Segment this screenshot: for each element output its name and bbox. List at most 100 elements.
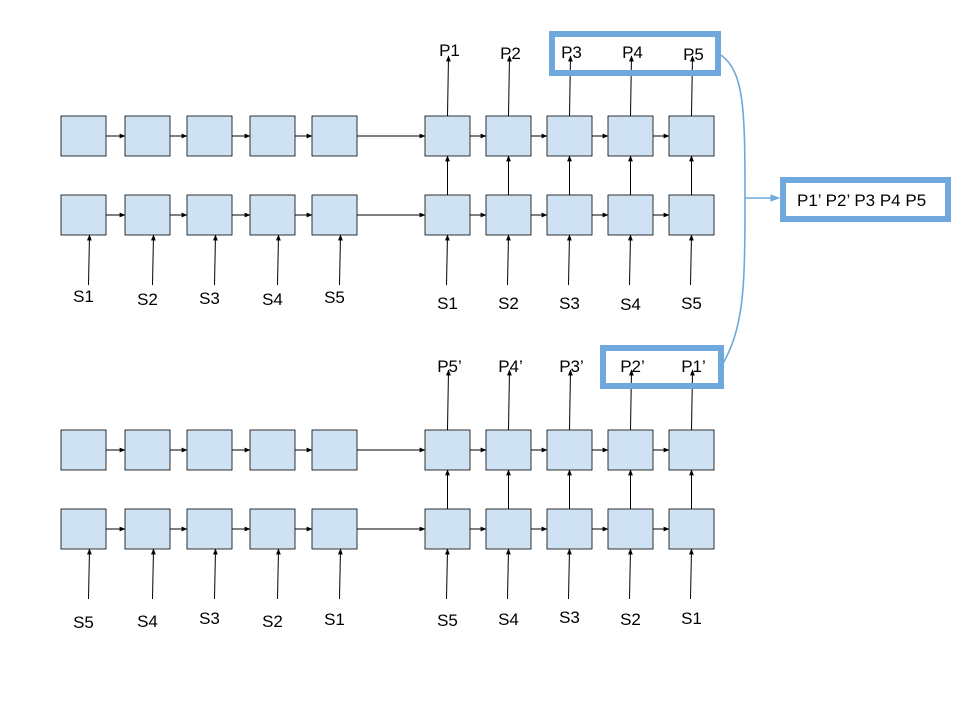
- forward-encoder-top-cell-3: [186, 115, 233, 157]
- combined-output-text: P1’ P2’ P3 P4 P5: [797, 191, 926, 210]
- forward-encoder-top-cell-1: [60, 115, 107, 157]
- forward-decoder-top-cell-5: [668, 115, 715, 157]
- forward-encoder-input-label-5: S5: [324, 288, 345, 307]
- forward-decoder-input-label-2: S2: [498, 294, 519, 313]
- forward-highlight-box: [549, 31, 721, 76]
- backward-output-arrow-4: [629, 369, 634, 431]
- backward-decoder-input-arrow-1: [444, 548, 450, 600]
- backward-output-arrow-2: [507, 369, 512, 431]
- forward-encoder-input-label-2: S2: [137, 290, 158, 309]
- backward-decoder-bottom-cell-1: [424, 508, 471, 550]
- backward-decoder-top-cell-4: [607, 429, 654, 471]
- forward-encoder-bottom-cell-1: [60, 194, 107, 236]
- backward-decoder-bottom-cell-2: [485, 508, 532, 550]
- forward-decoder-input-arrow-5: [688, 234, 694, 286]
- forward-encoder-input-label-3: S3: [199, 289, 220, 308]
- forward-encoder-top-cell-4: [249, 115, 296, 157]
- forward-output-label-4: P4: [622, 43, 643, 62]
- backward-decoder-top-cell-2: [485, 429, 532, 471]
- backward-output-label-2: P4’: [498, 357, 523, 376]
- backward-encoder-bottom-cell-5: [311, 508, 358, 550]
- backward-encoder-input-label-1: S5: [73, 613, 94, 632]
- backward-encoder-input-arrow-4: [275, 548, 281, 600]
- forward-decoder-bottom-cell-1: [424, 194, 471, 236]
- forward-output-arrow-1: [446, 55, 451, 117]
- backward-decoder-bottom-cell-5: [668, 508, 715, 550]
- backward-output-label-1: P5’: [437, 357, 462, 376]
- backward-output-label-3: P3’: [559, 357, 584, 376]
- backward-encoder-input-arrow-3: [212, 548, 218, 600]
- backward-decoder-input-arrow-5: [688, 548, 694, 600]
- forward-encoder-bottom-cell-2: [124, 194, 171, 236]
- forward-encoder-input-arrow-5: [337, 234, 343, 286]
- forward-decoder-input-label-4: S4: [620, 295, 641, 314]
- forward-output-arrow-5: [690, 55, 695, 117]
- forward-encoder-input-arrow-4: [275, 234, 281, 286]
- backward-decoder-input-label-1: S5: [437, 611, 458, 630]
- backward-decoder-input-label-3: S3: [559, 608, 580, 627]
- backward-decoder-bottom-cell-4: [607, 508, 654, 550]
- backward-encoder-bottom-cell-2: [124, 508, 171, 550]
- forward-decoder-top-cell-4: [607, 115, 654, 157]
- forward-encoder-input-arrow-1: [86, 234, 92, 286]
- backward-decoder-input-label-5: S1: [681, 609, 702, 628]
- backward-decoder-input-arrow-2: [505, 548, 511, 600]
- forward-encoder-top-cell-5: [311, 115, 358, 157]
- backward-output-arrow-1: [446, 369, 451, 431]
- forward-encoder-input-arrow-3: [212, 234, 218, 286]
- backward-output-label-5: P1’: [681, 357, 706, 376]
- backward-decoder-top-cell-1: [424, 429, 471, 471]
- forward-decoder-input-arrow-4: [627, 234, 633, 286]
- backward-encoder-top-cell-5: [311, 429, 358, 471]
- backward-output-arrow-5: [690, 369, 695, 431]
- forward-decoder-bottom-cell-5: [668, 194, 715, 236]
- forward-decoder-input-label-3: S3: [559, 294, 580, 313]
- forward-decoder-bottom-cell-3: [546, 194, 593, 236]
- forward-encoder-bottom-cell-3: [186, 194, 233, 236]
- backward-decoder-input-arrow-3: [566, 548, 572, 600]
- backward-decoder-input-label-2: S4: [498, 610, 519, 629]
- backward-encoder-bottom-cell-3: [186, 508, 233, 550]
- forward-output-arrow-4: [629, 55, 634, 117]
- backward-encoder-bottom-cell-4: [249, 508, 296, 550]
- backward-output-arrow-3: [568, 369, 573, 431]
- forward-encoder-top-cell-2: [124, 115, 171, 157]
- backward-encoder-top-cell-3: [186, 429, 233, 471]
- backward-encoder-top-cell-2: [124, 429, 171, 471]
- backward-encoder-input-arrow-2: [150, 548, 156, 600]
- forward-output-label-3: P3: [561, 43, 582, 62]
- backward-encoder-top-cell-1: [60, 429, 107, 471]
- forward-decoder-input-label-1: S1: [437, 294, 458, 313]
- combine-bracket: [720, 54, 746, 368]
- forward-encoder-bottom-cell-4: [249, 194, 296, 236]
- forward-output-label-2: P2: [500, 44, 521, 63]
- forward-encoder-input-arrow-2: [150, 234, 156, 286]
- forward-output-arrow-3: [568, 55, 573, 117]
- forward-decoder-top-cell-1: [424, 115, 471, 157]
- backward-encoder-input-arrow-5: [337, 548, 343, 600]
- forward-decoder-bottom-cell-2: [485, 194, 532, 236]
- backward-encoder-input-label-5: S1: [324, 610, 345, 629]
- backward-encoder-input-label-2: S4: [137, 612, 158, 631]
- backward-decoder-top-cell-3: [546, 429, 593, 471]
- forward-decoder-input-arrow-3: [566, 234, 572, 286]
- forward-decoder-input-arrow-1: [444, 234, 450, 286]
- backward-encoder-bottom-cell-1: [60, 508, 107, 550]
- backward-decoder-input-arrow-4: [627, 548, 633, 600]
- backward-encoder-input-label-4: S2: [262, 612, 283, 631]
- forward-output-label-5: P5: [683, 45, 704, 64]
- forward-output-arrow-2: [507, 55, 512, 117]
- backward-encoder-top-cell-4: [249, 429, 296, 471]
- backward-output-label-4: P2’: [620, 357, 645, 376]
- backward-encoder-input-label-3: S3: [199, 609, 220, 628]
- forward-output-label-1: P1: [439, 41, 460, 60]
- backward-decoder-bottom-cell-3: [546, 508, 593, 550]
- forward-encoder-bottom-cell-5: [311, 194, 358, 236]
- forward-decoder-top-cell-3: [546, 115, 593, 157]
- forward-decoder-bottom-cell-4: [607, 194, 654, 236]
- backward-decoder-top-cell-5: [668, 429, 715, 471]
- forward-decoder-input-label-5: S5: [681, 294, 702, 313]
- forward-encoder-input-label-4: S4: [262, 290, 283, 309]
- forward-encoder-input-label-1: S1: [73, 287, 94, 306]
- backward-decoder-input-label-4: S2: [620, 610, 641, 629]
